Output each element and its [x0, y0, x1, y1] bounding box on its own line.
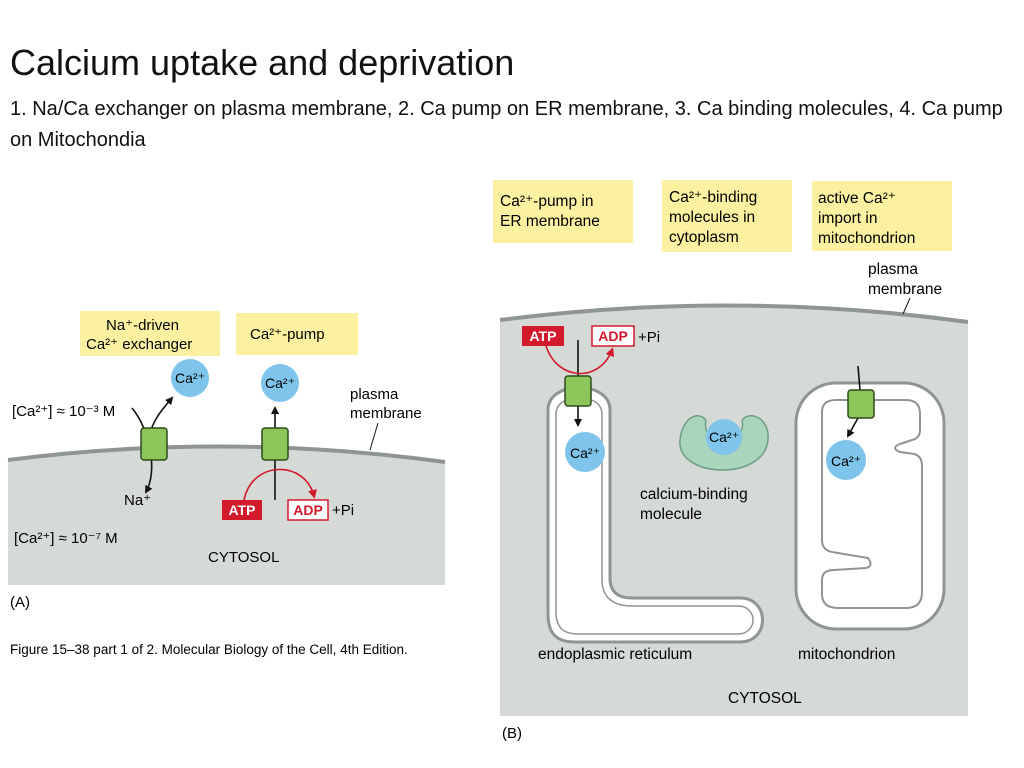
ca-ion-pump [261, 364, 299, 402]
membrane-label-b-2: membrane [868, 281, 942, 298]
pi-label-a: +Pi [332, 502, 354, 519]
ca-ion-er-label: Ca²⁺ [570, 445, 600, 461]
slide-subtitle: 1. Na/Ca exchanger on plasma membrane, 2… [10, 98, 1003, 151]
label-box-er-pump [493, 180, 633, 243]
binding-label-3: cytoplasm [669, 229, 739, 246]
ca-ion-binding [706, 419, 742, 455]
adp-label-b: ADP [598, 328, 628, 344]
mito-label: mitochondrion [798, 646, 895, 663]
label-box-mito [812, 181, 952, 251]
mito-label-3: mitochondrion [818, 230, 915, 247]
cytosol-label-a: CYTOSOL [208, 549, 279, 566]
er-pump-label-2: ER membrane [500, 213, 600, 230]
binding-label-2: molecules in [669, 209, 755, 226]
mito-pump-transporter [847, 389, 875, 419]
membrane-pointer-a [369, 422, 379, 451]
panel-b: Ca²⁺-pump in ER membrane Ca²⁺-binding mo… [493, 180, 969, 742]
binding-molecule-label-2: molecule [640, 506, 702, 523]
er-pump-transporter [564, 375, 592, 407]
atp-to-adp-arrow-b [545, 345, 615, 375]
atp-to-adp-arrow-a [243, 468, 317, 501]
label-box-pump-a [236, 313, 358, 355]
pump-label-a: Ca²⁺-pump [250, 326, 325, 343]
slide-title: Calcium uptake and deprivation [10, 42, 515, 83]
adp-label-a: ADP [293, 502, 323, 518]
adp-badge-a [287, 499, 329, 521]
mito-label-1: active Ca²⁺ [818, 190, 896, 207]
panel-b-label: (B) [502, 725, 522, 742]
ca-ion-binding-label: Ca²⁺ [709, 429, 739, 445]
pi-label-b: +Pi [638, 329, 660, 346]
ca-ion-er [565, 432, 605, 472]
atp-badge-b [522, 326, 564, 346]
binding-label-1: Ca²⁺-binding [669, 189, 757, 206]
exchanger-transporter [140, 427, 168, 461]
er-pump-label-1: Ca²⁺-pump in [500, 193, 593, 210]
ca-ion-mito-label: Ca²⁺ [831, 453, 861, 469]
mito-pump-stem [857, 365, 861, 391]
panel-a: Na⁺-driven Ca²⁺ exchanger Ca²⁺-pump Ca²⁺… [7, 311, 446, 657]
label-box-exchanger [80, 311, 220, 356]
panel-b-plasma-membrane [499, 303, 969, 324]
ca-ion-mito [826, 440, 866, 480]
membrane-label-b-1: plasma [868, 261, 918, 278]
membrane-label-a-1: plasma [350, 386, 399, 403]
adp-badge-b [591, 325, 635, 347]
er-label: endoplasmic reticulum [538, 646, 692, 663]
label-box-binding [662, 180, 792, 252]
atp-badge-a [222, 500, 262, 520]
ca-ion-pump-label: Ca²⁺ [265, 375, 295, 391]
exchanger-label-line2: Ca²⁺ exchanger [86, 336, 192, 353]
ca-ion-exchanger-label: Ca²⁺ [175, 370, 205, 386]
pump-a-transporter [261, 427, 289, 461]
binding-molecule-label-1: calcium-binding [640, 486, 748, 503]
conc-outside: [Ca²⁺] ≈ 10⁻³ M [12, 403, 115, 420]
ca-ion-exchanger [171, 359, 209, 397]
exchanger-label-line1: Na⁺-driven [106, 317, 179, 334]
panel-a-label: (A) [10, 594, 30, 611]
panel-a-plasma-membrane [7, 444, 446, 464]
cytosol-label-b: CYTOSOL [728, 690, 802, 707]
mito-label-2: import in [818, 210, 877, 227]
atp-label-b: ATP [530, 328, 557, 344]
atp-label-a: ATP [229, 502, 256, 518]
conc-inside: [Ca²⁺] ≈ 10⁻⁷ M [14, 530, 118, 547]
membrane-label-a-2: membrane [350, 405, 422, 422]
figure-caption: Figure 15–38 part 1 of 2. Molecular Biol… [10, 642, 408, 657]
mito-pump-arrow [847, 417, 859, 438]
membrane-pointer-b [902, 297, 911, 315]
mito-cristae [821, 399, 923, 609]
na-ion-label: Na⁺ [124, 492, 151, 509]
